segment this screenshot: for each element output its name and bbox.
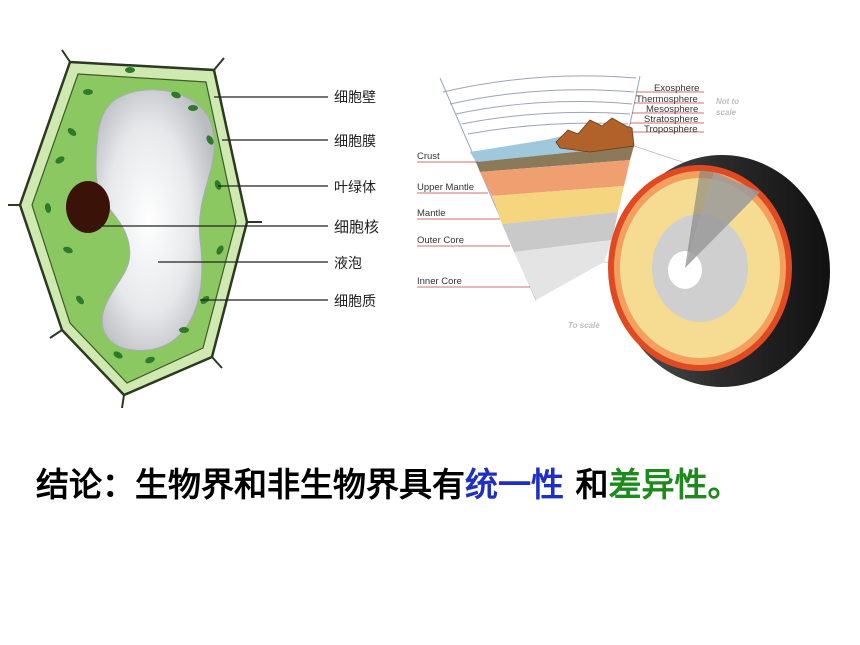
label-crust: Crust [417, 151, 440, 162]
wedge-inner-core [514, 240, 612, 300]
label-to-scale: To scale [568, 321, 600, 330]
label-inner-core: Inner Core [417, 276, 462, 287]
plant-cell-diagram: 细胞壁 细胞膜 叶绿体 细胞核 液泡 细胞质 [8, 49, 379, 409]
label-cell-membrane: 细胞膜 [334, 134, 376, 150]
conclusion-term-difference: 差异性 [608, 465, 708, 504]
wedge-crust [476, 146, 634, 172]
conclusion-connector: 和 [564, 465, 609, 504]
conclusion-text: 结论：生物界和非生物界具有统一性 和差异性。 [36, 458, 856, 506]
label-mesosphere: Mesosphere [646, 104, 698, 115]
wedge-mantle [492, 186, 624, 224]
label-troposphere: Troposphere [644, 124, 698, 135]
label-stratosphere: Stratosphere [644, 114, 698, 125]
label-upper-mantle: Upper Mantle [417, 182, 474, 193]
label-cytoplasm: 细胞质 [334, 294, 376, 310]
conclusion-term-unity: 统一性 [465, 465, 564, 504]
label-chloroplast: 叶绿体 [334, 180, 376, 196]
label-nucleus: 细胞核 [334, 218, 379, 236]
label-not-to-scale-1: Not to [716, 97, 739, 106]
conclusion-suffix: 。 [707, 465, 741, 504]
label-vacuole: 液泡 [334, 256, 362, 272]
cell-leader-lines [90, 96, 328, 301]
label-cell-wall: 细胞壁 [334, 90, 376, 106]
mountain-range [555, 117, 635, 153]
conclusion-prefix: 结论：生物界和非生物界具有 [36, 465, 465, 504]
label-thermosphere: Thermosphere [636, 94, 698, 105]
wedge-upper-mantle [480, 160, 630, 196]
atmosphere-leaders [628, 91, 704, 133]
layer-leaders [417, 161, 530, 288]
label-mantle: Mantle [417, 208, 446, 219]
label-not-to-scale-2: scale [716, 108, 737, 117]
label-outer-core: Outer Core [417, 235, 464, 246]
cell-wall-corners [8, 49, 262, 409]
label-exosphere: Exosphere [654, 83, 699, 94]
earth-sphere [608, 155, 830, 387]
wedge-outer-core [502, 212, 618, 252]
earth-structure-diagram: Exosphere Thermosphere Mesosphere Strato… [417, 75, 830, 387]
nucleus [66, 181, 110, 233]
chloroplasts [44, 67, 224, 364]
